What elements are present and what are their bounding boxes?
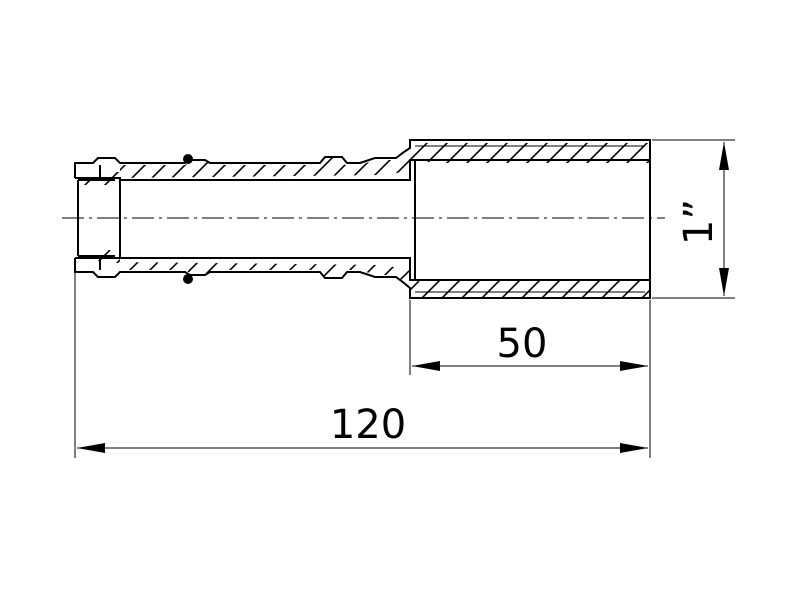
arrowhead-left [77, 443, 105, 453]
section-hatching [75, 143, 650, 185]
thread-size-label: 1” [676, 199, 722, 245]
arrowhead-up [719, 142, 729, 170]
thread-length-label: 50 [497, 321, 548, 367]
top-outer-contour [74, 139, 651, 178]
bottom-outer-contour [74, 258, 651, 299]
arrowhead-down [719, 268, 729, 296]
dimension-overall-length: 120 [74, 272, 651, 458]
arrowhead-left [412, 361, 440, 371]
fitting-body [74, 139, 651, 299]
arrowhead-right [620, 443, 648, 453]
arrowhead-right [620, 361, 648, 371]
dimension-thread-length: 50 [409, 300, 651, 375]
o-ring-top [183, 154, 193, 164]
o-ring-bottom [183, 274, 193, 284]
dimension-thread-size: 1” [652, 139, 735, 299]
bottom-inner-bore [75, 257, 650, 281]
overall-length-label: 120 [330, 402, 406, 448]
